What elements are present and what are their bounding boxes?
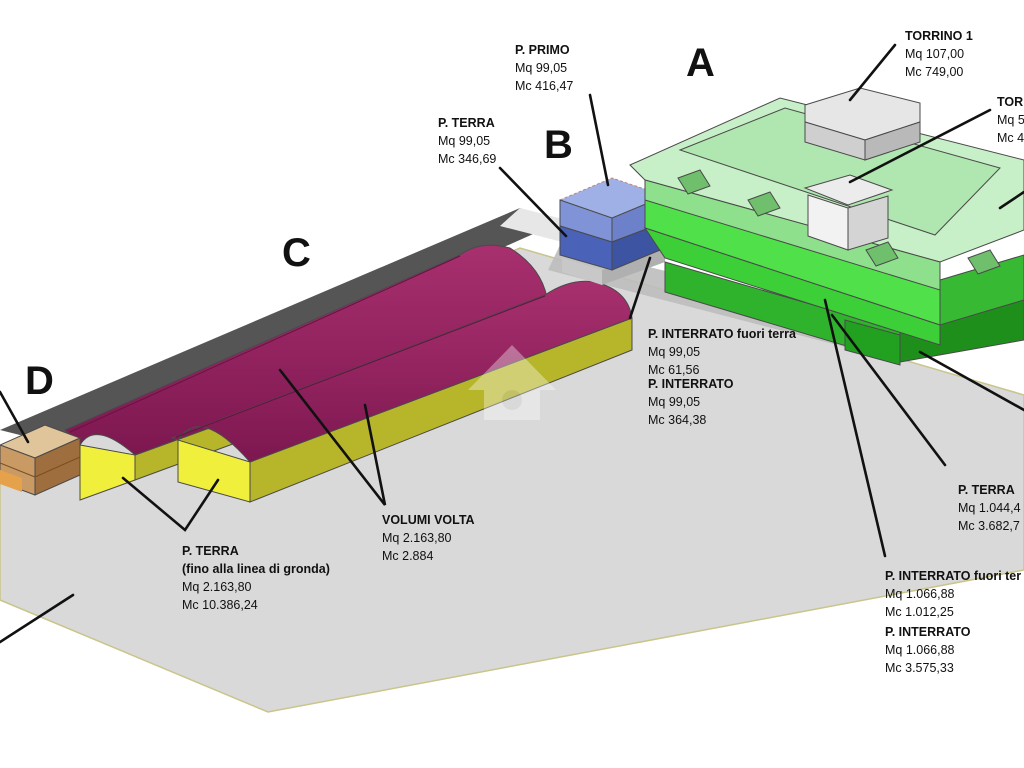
label-a-interrato: P. INTERRATO fuori ter Mq 1.066,88 Mc 1.…: [885, 569, 1021, 675]
label-line: Mq 2.163,80: [182, 580, 252, 594]
leader-ground: [0, 593, 75, 644]
label-torrino-1: TORRINO 1 Mq 107,00 Mc 749,00: [905, 29, 973, 79]
label-line: Mq 99,05: [648, 395, 700, 409]
label-title: TOR: [997, 95, 1023, 109]
leader-a-terra: [830, 313, 947, 467]
label-title: P. PRIMO: [515, 43, 570, 57]
label-line: Mq 1.066,88: [885, 643, 955, 657]
label-b-primo: P. PRIMO Mq 99,05 Mc 416,47: [515, 43, 573, 93]
leader-b-terra: [498, 166, 568, 238]
building-c: [64, 244, 633, 503]
leader-a-interrato: [823, 298, 887, 558]
label-title: P. TERRA: [182, 544, 239, 558]
leader-a-roof: [998, 190, 1024, 210]
label-line: Mq 99,05: [515, 61, 567, 75]
label-b-terra: P. TERRA Mq 99,05 Mc 346,69: [438, 116, 496, 166]
leader-b-interrato: [628, 256, 652, 320]
vault-back-roof: [64, 244, 549, 456]
label-line: Mc 346,69: [438, 152, 496, 166]
label-line: Mc 2.884: [382, 549, 433, 563]
label-b-interrato: P. INTERRATO fuori terra Mq 99,05 Mc 61,…: [648, 327, 797, 427]
label-line: Mc 364,38: [648, 413, 706, 427]
leader-torrino1: [848, 43, 897, 102]
label-line: Mc 4: [997, 131, 1024, 145]
letter-d: D: [25, 359, 54, 403]
label-title: P. TERRA: [438, 116, 495, 130]
leader-d: [0, 390, 30, 444]
label-line: Mc 749,00: [905, 65, 963, 79]
letter-b: B: [544, 123, 573, 167]
label-c-volta: VOLUMI VOLTA Mq 2.163,80 Mc 2.884: [382, 513, 475, 563]
label-line: Mc 416,47: [515, 79, 573, 93]
leader-c-terra: [121, 476, 220, 532]
label-line: Mc 1.012,25: [885, 605, 954, 619]
label-torrino-2: TOR Mq 5 Mc 4: [997, 95, 1024, 145]
watermark-logo: [468, 345, 556, 420]
label-line: Mc 61,56: [648, 363, 699, 377]
building-a: [629, 87, 1024, 366]
letter-a: A: [686, 41, 715, 85]
leader-lines: [0, 43, 1024, 644]
label-subtitle: (fino alla linea di gronda): [182, 562, 330, 576]
torrino-2: [803, 174, 894, 206]
leader-c-volta: [278, 368, 387, 506]
label-line: Mq 1.066,88: [885, 587, 955, 601]
leader-b-primo: [588, 93, 610, 187]
label-title: P. INTERRATO fuori ter: [885, 569, 1021, 583]
label-line: Mq 107,00: [905, 47, 964, 61]
label-line: Mq 2.163,80: [382, 531, 452, 545]
label-c-terra: P. TERRA (fino alla linea di gronda) Mq …: [182, 544, 330, 612]
label-title: P. INTERRATO: [648, 377, 734, 391]
label-title: P. TERRA: [958, 483, 1015, 497]
label-line: Mq 5: [997, 113, 1024, 127]
boundary-band: [0, 208, 560, 445]
label-title: P. INTERRATO fuori terra: [648, 327, 797, 341]
label-a-terra: P. TERRA Mq 1.044,4 Mc 3.682,7: [958, 483, 1021, 533]
letter-c: C: [282, 231, 311, 275]
building-d: [0, 424, 82, 496]
vault-front-roof: [170, 280, 633, 463]
label-title: TORRINO 1: [905, 29, 973, 43]
label-line: Mq 1.044,4: [958, 501, 1021, 515]
label-line: Mc 10.386,24: [182, 598, 258, 612]
label-title: P. INTERRATO: [885, 625, 971, 639]
label-title: VOLUMI VOLTA: [382, 513, 475, 527]
label-line: Mc 3.575,33: [885, 661, 954, 675]
leader-torrino2: [848, 108, 992, 184]
leader-a-base: [918, 350, 1024, 412]
label-line: Mq 99,05: [648, 345, 700, 359]
label-line: Mc 3.682,7: [958, 519, 1020, 533]
label-line: Mq 99,05: [438, 134, 490, 148]
